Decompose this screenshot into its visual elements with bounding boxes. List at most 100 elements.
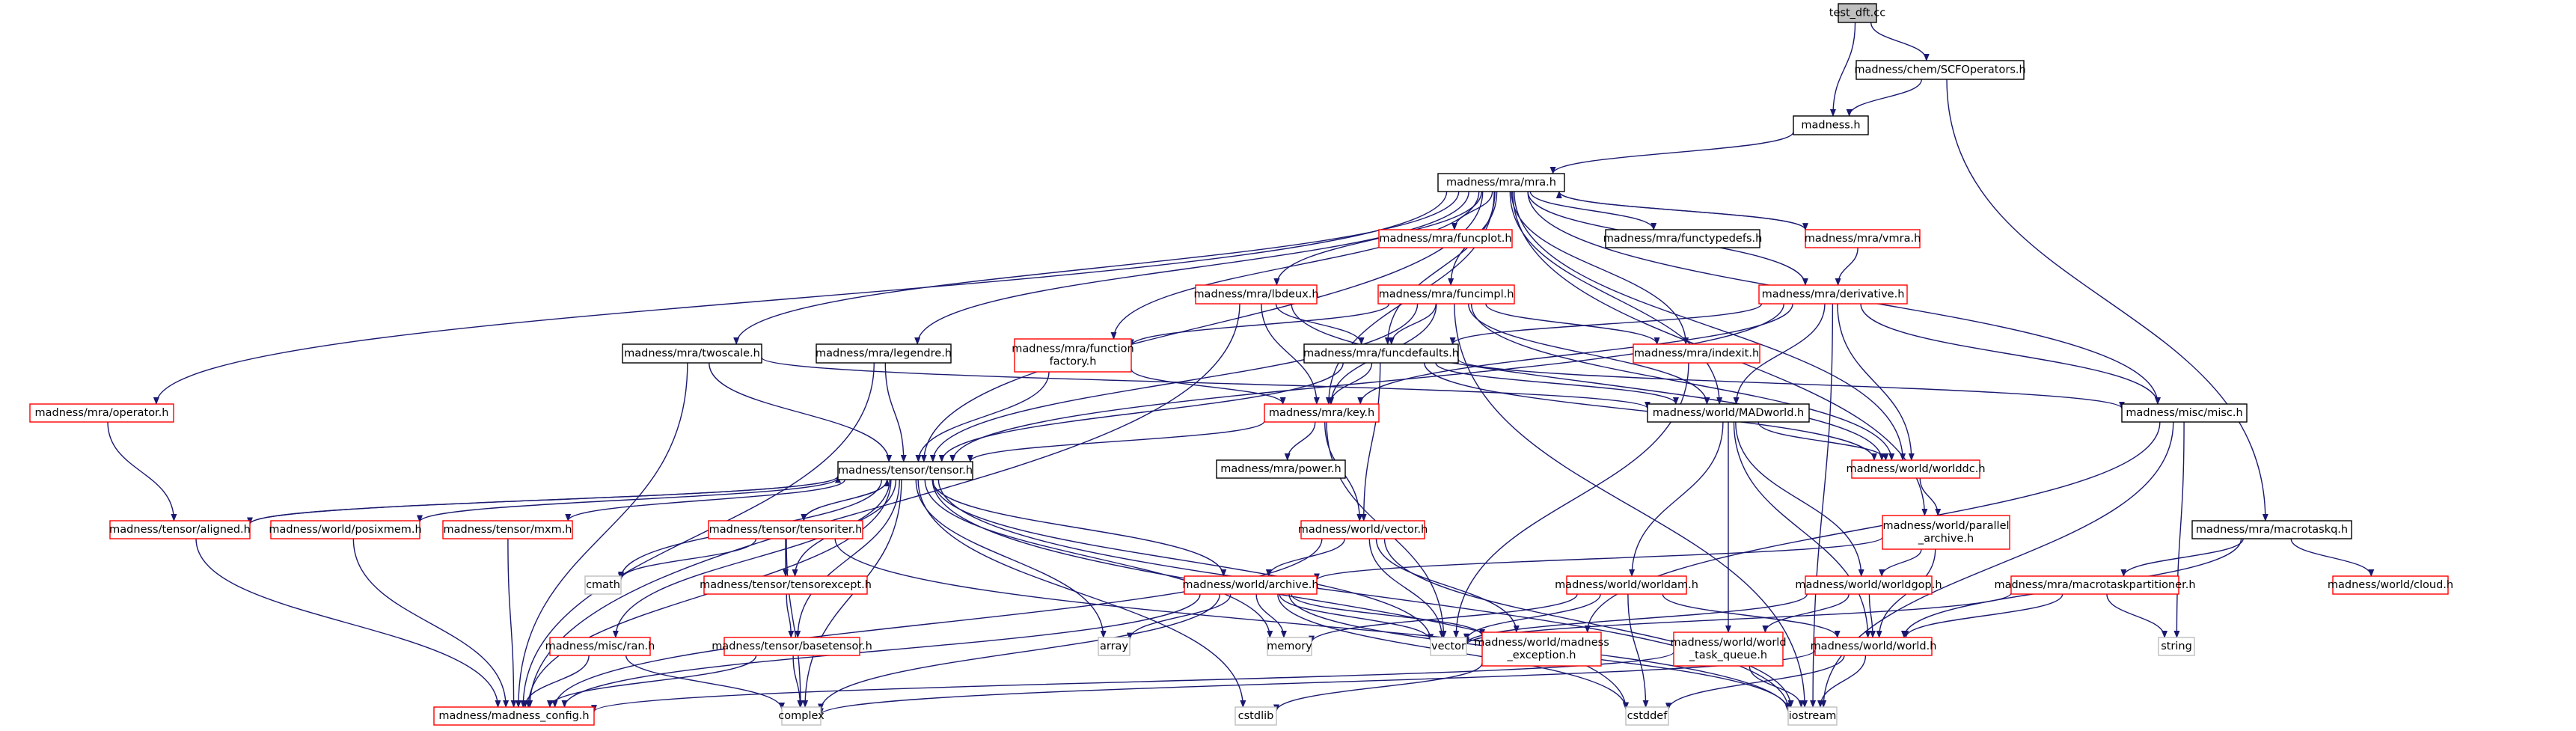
node-label: madness/mra/power.h	[1220, 463, 1341, 475]
edge-n3-to-n15	[153, 191, 1448, 405]
edge-n1-to-n2	[1846, 79, 1923, 117]
file-node[interactable]: madness/mra/mra.h	[1437, 173, 1565, 192]
node-box	[2332, 575, 2449, 595]
file-node[interactable]: madness/world/world_task_queue.h	[1670, 631, 1787, 667]
file-node: complex	[778, 706, 824, 726]
file-node[interactable]: madness.h	[1793, 115, 1869, 135]
file-node: iostream	[1787, 706, 1838, 726]
node-box	[1647, 403, 1810, 423]
node-label: madness/mra/macrotaskq.h	[2196, 524, 2348, 536]
file-node[interactable]: madness/mra/twoscale.h	[622, 343, 762, 364]
node-label: madness/tensor/basetensor.h	[712, 640, 872, 652]
file-node[interactable]: madness/world/vector.h	[1298, 520, 1428, 539]
file-node[interactable]: madness/tensor/tensoriter.h	[708, 520, 863, 539]
edge-n9-to-n21	[1837, 303, 1915, 461]
node-box	[1184, 575, 1318, 595]
node-box	[1838, 3, 1877, 23]
edge-n17-to-n33	[1735, 421, 1864, 577]
edge-n3-to-n4	[1451, 191, 1493, 230]
edge-n26-to-n45	[551, 538, 1323, 708]
file-node[interactable]: madness/world/MADworld.h	[1647, 403, 1810, 423]
file-node[interactable]: madness/mra/funcplot.h	[1378, 229, 1513, 248]
edge-n8-to-n10	[1128, 303, 1390, 347]
file-node[interactable]: madness/misc/ran.h	[545, 637, 655, 656]
file-node[interactable]: madness/tensor/basetensor.h	[712, 637, 872, 656]
node-box	[1605, 229, 1760, 248]
file-node[interactable]: test_dft.cc	[1829, 3, 1885, 23]
file-node[interactable]: madness/mra/indexit.h	[1633, 343, 1760, 364]
node-label: madness/world/archive.h	[1182, 579, 1318, 591]
edge-n28-to-n34	[2120, 538, 2244, 577]
edge-n33-to-n42	[1762, 593, 1850, 633]
file-node[interactable]: madness/mra/operator.h	[29, 403, 174, 423]
file-node[interactable]: madness/world/cloud.h	[2328, 575, 2453, 595]
file-node[interactable]: madness/mra/funcimpl.h	[1377, 284, 1515, 305]
edge-n26-to-n40	[1368, 538, 1445, 638]
file-node[interactable]: madness/madness_config.h	[433, 706, 595, 726]
edge-n36-to-n46	[625, 655, 785, 711]
node-label: complex	[778, 710, 824, 722]
node-box	[1098, 637, 1131, 656]
edge-n41-to-n47	[1273, 662, 1483, 712]
file-node[interactable]: madness/mra/lbdeux.h	[1193, 284, 1319, 305]
edge-n9-to-n16	[1357, 303, 1793, 405]
node-label: madness/mra/indexit.h	[1634, 348, 1759, 360]
node-box	[2010, 575, 2179, 595]
edge-n31-to-n38	[1127, 593, 1232, 640]
file-node[interactable]: madness/chem/SCFOperators.h	[1854, 60, 2026, 80]
file-node[interactable]: madness/world/madness_exception.h	[1474, 631, 1609, 667]
file-node[interactable]: madness/mra/power.h	[1216, 459, 1346, 479]
edge-n0-to-n2	[1829, 22, 1856, 117]
node-box	[270, 520, 420, 539]
edge-n3-to-n12	[914, 191, 1469, 345]
node-label: iostream	[1789, 710, 1837, 722]
file-node[interactable]: madness/mra/functypedefs.h	[1603, 229, 1763, 248]
file-node[interactable]: madness/tensor/aligned.h	[109, 520, 251, 539]
edge-n31-to-n46	[818, 593, 1221, 712]
file-node[interactable]: madness/mra/funcdefaults.h	[1303, 343, 1459, 364]
file-node[interactable]: madness/world/worlddc.h	[1846, 459, 1986, 479]
edge-n9-to-n20	[949, 303, 1784, 462]
edge-n7-to-n45	[527, 303, 1240, 708]
edge-n32-to-n43	[1662, 593, 1841, 638]
file-node[interactable]: madness/world/archive.h	[1182, 575, 1319, 595]
edge-n20-to-n23	[417, 477, 839, 523]
file-node[interactable]: madness/world/posixmem.h	[269, 520, 422, 539]
node-box	[1195, 284, 1318, 305]
node-box	[1787, 706, 1838, 726]
node-label: madness/tensor/aligned.h	[109, 524, 251, 536]
edge-n13-to-n17	[1435, 362, 1679, 405]
file-node[interactable]: madness/world/worldgop.h	[1795, 575, 1942, 595]
node-label: madness/world/MADworld.h	[1653, 407, 1804, 419]
node-label: test_dft.cc	[1829, 7, 1885, 19]
node-box	[2121, 403, 2248, 423]
node-label: madness/madness_config.h	[438, 710, 589, 722]
node-box	[708, 520, 863, 539]
file-node[interactable]: madness/tensor/tensor.h	[837, 461, 973, 480]
edge-n8-to-n13	[1388, 303, 1437, 345]
node-label: madness/mra/twoscale.h	[624, 348, 760, 360]
edge-n32-to-n48	[1627, 593, 1649, 708]
file-node: vector	[1430, 637, 1467, 656]
file-node[interactable]: madness/mra/legendre.h	[816, 343, 952, 364]
file-node[interactable]: madness/mra/key.h	[1264, 403, 1380, 423]
node-box	[1378, 229, 1513, 248]
dependency-edges	[107, 22, 2375, 716]
file-node[interactable]: madness/world/world.h	[1811, 637, 1937, 656]
file-node[interactable]: madness/mra/vmra.h	[1805, 229, 1921, 248]
edge-n7-to-n13	[1275, 303, 1365, 345]
file-node[interactable]: madness/mra/macrotaskpartitioner.h	[1994, 575, 2196, 595]
file-node[interactable]: madness/misc/misc.h	[2121, 403, 2248, 423]
node-box	[1673, 631, 1784, 667]
edge-n11-to-n17	[761, 357, 1650, 409]
node-label: array	[1100, 640, 1128, 652]
edge-n28-to-n35	[2290, 538, 2375, 577]
file-node[interactable]: madness/mra/derivative.h	[1758, 284, 1908, 305]
file-node[interactable]: madness/mra/macrotaskq.h	[2191, 520, 2352, 539]
file-node[interactable]: madness/tensor/tensorexcept.h	[700, 575, 872, 595]
file-node[interactable]: madness/world/parallel_archive.h	[1882, 515, 2010, 550]
file-node[interactable]: madness/world/worldam.h	[1555, 575, 1698, 595]
edge-n8-to-n49	[1454, 303, 1808, 708]
file-node[interactable]: madness/tensor/mxm.h	[442, 520, 573, 539]
